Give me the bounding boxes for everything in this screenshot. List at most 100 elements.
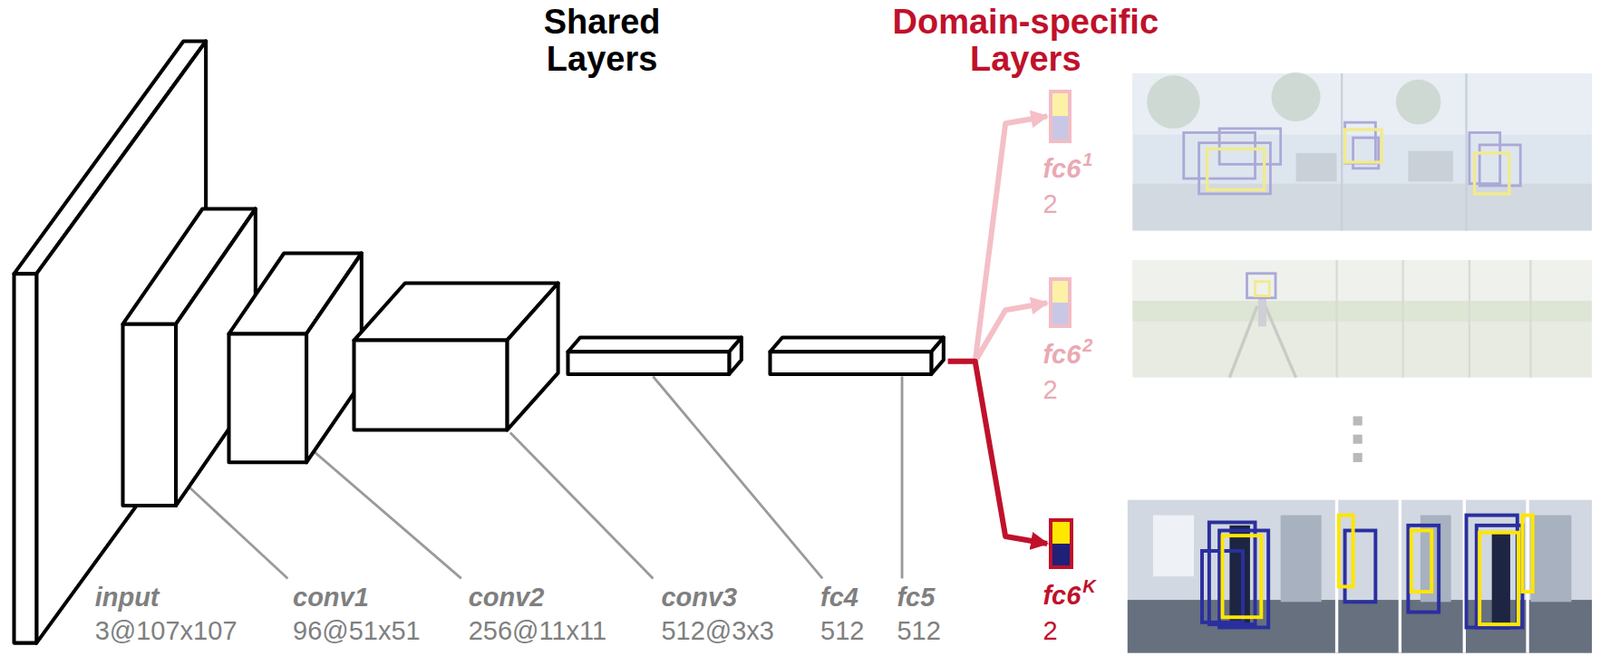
photo-sky (1132, 73, 1592, 136)
photo-door (1530, 515, 1571, 603)
candidate-box (1345, 531, 1377, 603)
frame-edge (1464, 73, 1467, 231)
layer-size: 512 (820, 617, 864, 647)
block-face (729, 338, 743, 376)
block-face (506, 283, 558, 431)
photo-grass (1132, 300, 1592, 322)
section-heading: Shared Layers (511, 3, 693, 78)
conv-layer: conv2256@11x11 (224, 249, 366, 467)
branch-name: fc6 (1042, 155, 1081, 185)
ellipsis-dots (1353, 416, 1363, 463)
candidate-boxes (1183, 122, 1521, 194)
block-face (568, 351, 730, 375)
dot (1353, 435, 1363, 445)
photo-ground (1132, 260, 1592, 378)
branch-index: 2 (1082, 335, 1093, 356)
leader-line (652, 376, 823, 579)
layer-size: 96@51x51 (292, 617, 421, 647)
score-cell (1052, 116, 1068, 139)
photo-sky (1132, 260, 1592, 301)
target-box (1207, 148, 1265, 190)
target-box (1474, 153, 1510, 194)
score-cell (1052, 281, 1068, 303)
photo-indoor (1127, 500, 1592, 654)
section-heading: Domain-specific Layers (875, 3, 1175, 78)
layer-size: 256@11x11 (468, 617, 608, 647)
candidate-box (1476, 525, 1523, 629)
photo-screen (1153, 515, 1194, 578)
frame-edge (1468, 260, 1471, 378)
score-cell (1052, 302, 1068, 325)
candidate-box (1247, 273, 1277, 299)
target-box (1222, 535, 1262, 618)
layer-block (349, 279, 563, 435)
branch-size: 2 (1042, 376, 1057, 406)
layer-name: conv2 (468, 583, 545, 613)
target-box (1479, 533, 1519, 625)
photo-tree (1146, 75, 1201, 129)
photo-person (1258, 296, 1267, 328)
block-face (568, 338, 742, 353)
candidate-box (1219, 128, 1281, 165)
candidate-box (1479, 145, 1521, 186)
photo-person (1492, 533, 1511, 631)
target-box (1522, 515, 1533, 592)
leader-line (901, 376, 904, 579)
candidate-box (1407, 525, 1439, 613)
layer-block (224, 249, 366, 467)
layer-name: conv3 (660, 583, 737, 613)
layer-block (766, 333, 948, 379)
branch-size: 2 (1042, 190, 1057, 220)
score-cell (1052, 93, 1068, 117)
layer-name: conv1 (292, 583, 369, 613)
candidate-box (1199, 143, 1271, 194)
frame-edge (1525, 500, 1529, 654)
photo-street (1132, 72, 1592, 232)
branch-arrow (948, 116, 1048, 361)
photo-rail (1132, 260, 1592, 378)
branch-index: K (1082, 576, 1096, 597)
photo-road (1132, 184, 1592, 232)
target-boxes (1222, 515, 1533, 625)
photo-car (1296, 153, 1338, 183)
layer-size: 3@107x107 (95, 617, 238, 647)
frame-edge (1335, 260, 1338, 378)
frame-edge (1398, 500, 1402, 654)
target-boxes (1207, 129, 1510, 194)
dot (1353, 453, 1363, 463)
score-cell (1052, 522, 1070, 544)
frame-edges (1337, 500, 1528, 654)
block-face (354, 340, 508, 431)
target-box (1338, 515, 1354, 588)
frame-edge (1529, 260, 1532, 378)
block-face (122, 324, 176, 506)
fc-layer: fc4512 (563, 333, 746, 379)
leader-line (510, 432, 654, 579)
photo-door (1420, 515, 1452, 603)
branch-arrow (948, 361, 1048, 544)
block-face (931, 338, 945, 376)
target-box (1411, 531, 1433, 593)
photo-wall (1127, 500, 1592, 654)
block-face (14, 273, 38, 643)
layer-name: fc5 (896, 583, 935, 613)
leader-line (306, 445, 462, 580)
target-box (1345, 129, 1383, 163)
candidate-box (1209, 522, 1256, 625)
block-face (228, 333, 307, 463)
branch-size: 2 (1042, 617, 1057, 647)
score-cell (1052, 543, 1070, 566)
layer-block (563, 333, 746, 379)
block-face (770, 338, 944, 353)
dot (1353, 416, 1363, 426)
branch-name: fc6 (1042, 581, 1081, 611)
block-face (770, 351, 932, 375)
candidate-boxes (1202, 515, 1523, 629)
branch-name: fc6 (1042, 340, 1081, 370)
photo-ground (1132, 73, 1592, 231)
photo-tree (1271, 72, 1321, 122)
fc-layer: fc5512 (766, 333, 948, 379)
layer-name: fc4 (820, 583, 859, 613)
frame-edge (1340, 73, 1343, 231)
